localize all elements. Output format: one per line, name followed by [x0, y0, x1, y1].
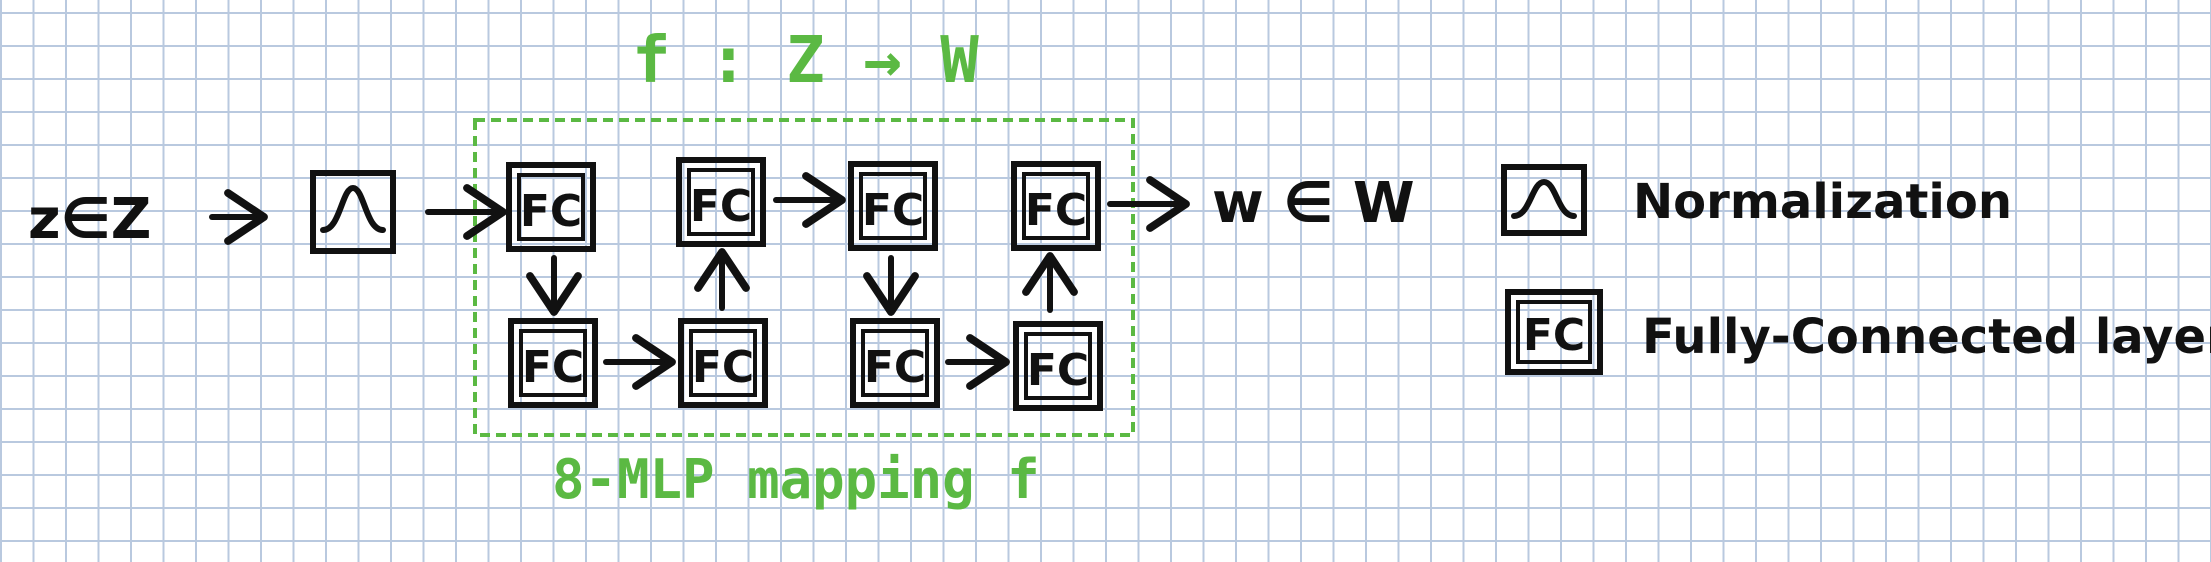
fc-label: FC: [862, 185, 924, 236]
legend-normalization-label: Normalization: [1633, 174, 2012, 230]
legend-fully-connected-label: Fully-Connected layer: [1642, 309, 2211, 365]
fc-block-3: FC: [678, 318, 768, 408]
fc-block-8: FC: [1011, 161, 1101, 251]
fc-label: FC: [520, 186, 582, 237]
mapping-network-boundary: [473, 118, 1135, 437]
input-label: z∈Z: [28, 187, 151, 252]
fc-label: FC: [1027, 345, 1089, 396]
fc-label: FC: [522, 342, 584, 393]
legend-fc-label: FC: [1523, 310, 1585, 361]
legend-normalization-symbol: [1501, 164, 1587, 236]
legend-fc-symbol: FC: [1505, 289, 1603, 375]
fc-label: FC: [692, 342, 754, 393]
fc-label: FC: [690, 181, 752, 232]
fc-label: FC: [1025, 185, 1087, 236]
fc-block-4: FC: [676, 157, 766, 247]
mapping-caption: 8-MLP mapping f: [552, 448, 1040, 511]
fc-block-7: FC: [1013, 321, 1103, 411]
legend: Normalization FC Fully-Connected layer: [1501, 164, 2211, 375]
fc-label: FC: [864, 342, 926, 393]
normalization-block: [310, 170, 396, 254]
mapping-title: f : Z → W: [632, 24, 979, 98]
fc-block-6: FC: [850, 318, 940, 408]
output-label: w ∈ W: [1212, 171, 1415, 236]
bell-curve-icon: [1511, 179, 1577, 219]
bell-curve-icon: [320, 185, 386, 233]
fc-block-2: FC: [508, 318, 598, 408]
fc-block-1: FC: [506, 162, 596, 252]
fc-block-5: FC: [848, 161, 938, 251]
